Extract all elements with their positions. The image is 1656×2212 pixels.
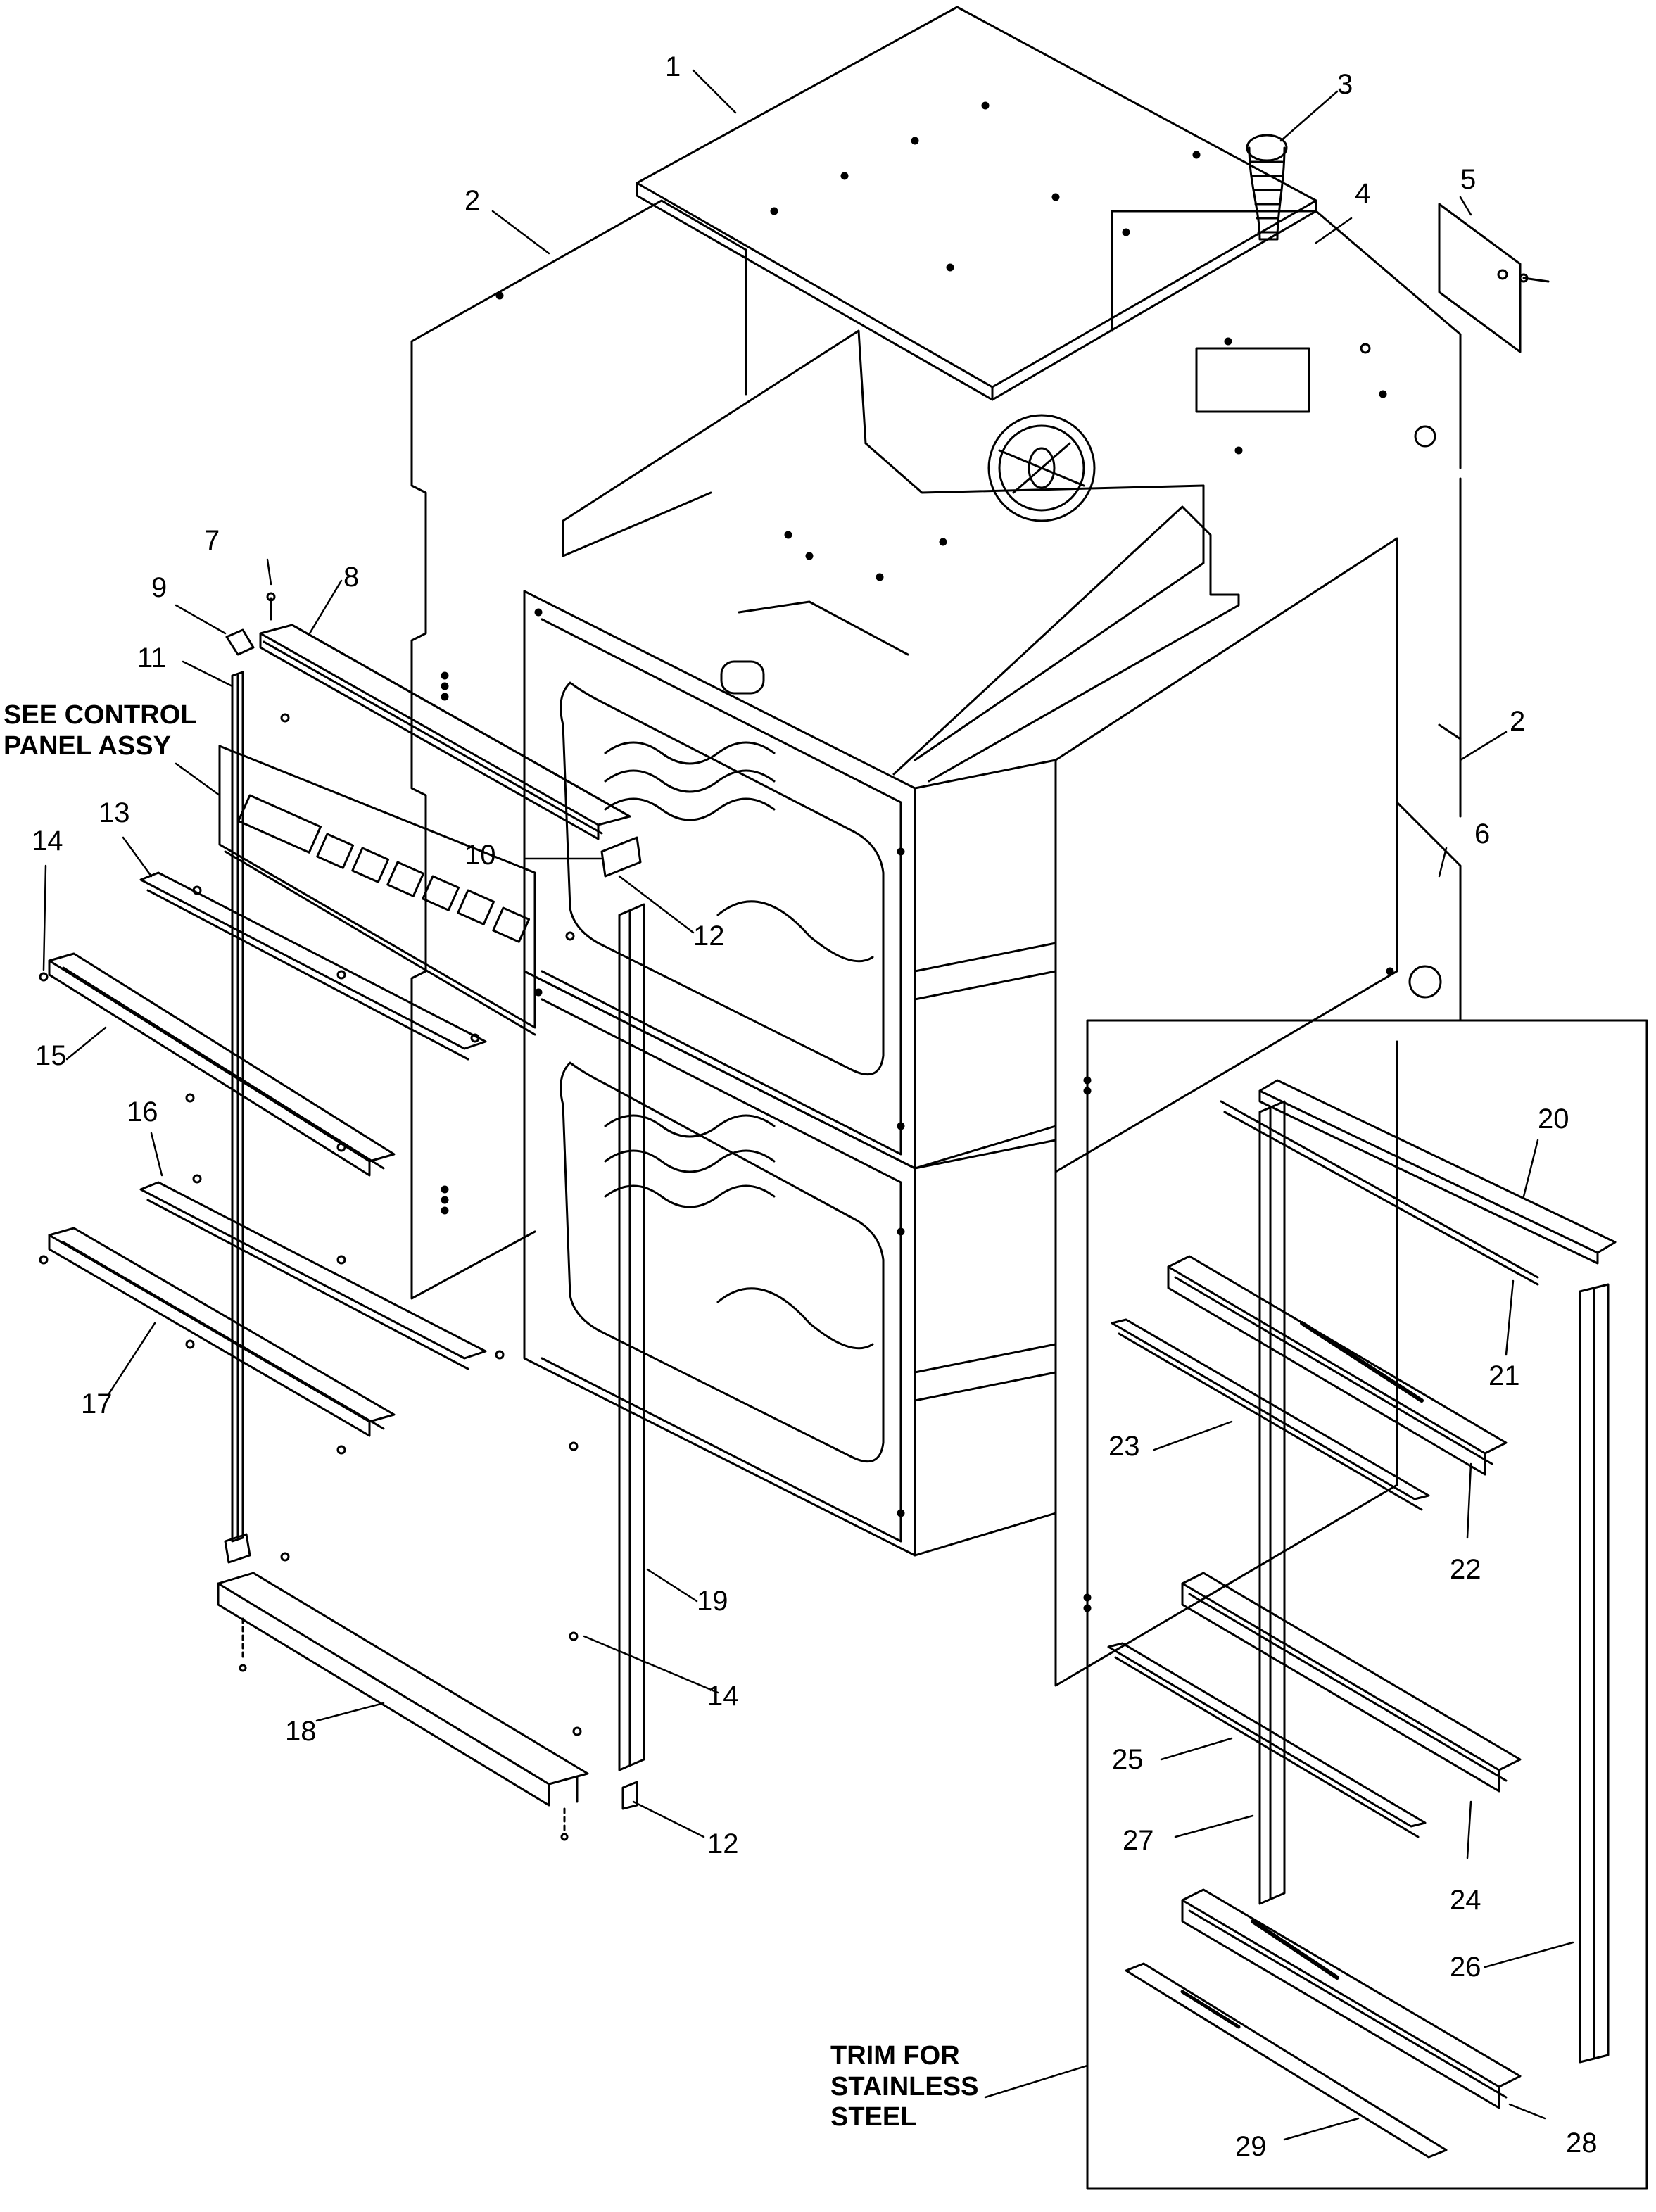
bracket-9	[225, 628, 255, 656]
control-panel	[218, 745, 536, 1036]
callout-13: 13	[99, 797, 130, 828]
callout-15: 15	[35, 1040, 67, 1071]
vertical-trim-19	[565, 836, 645, 1810]
callout-28: 28	[1566, 2128, 1598, 2159]
callout-25: 25	[1112, 1744, 1144, 1775]
callout-1: 1	[665, 51, 681, 82]
left-trim	[224, 671, 290, 1564]
bottom-trim-18	[217, 1572, 589, 1841]
control-panel-note-line1: SEE CONTROL	[4, 700, 197, 730]
callout-29: 29	[1235, 2131, 1267, 2162]
callout-2: 2	[464, 185, 481, 216]
callout-21: 21	[1488, 1360, 1520, 1391]
callout-9: 9	[151, 572, 168, 603]
callout-8: 8	[343, 562, 360, 593]
access-cover	[1438, 203, 1550, 353]
vent-duct	[1246, 134, 1288, 241]
callout-14: 14	[32, 826, 63, 857]
bracket-13	[139, 871, 487, 1061]
right-rear-panel	[1111, 210, 1462, 818]
callout-3: 3	[1337, 69, 1353, 100]
trim-17	[39, 1227, 396, 1455]
trim-note-line2: STAINLESS	[830, 2071, 979, 2102]
bracket-16	[139, 1174, 505, 1370]
callout-17: 17	[81, 1389, 113, 1420]
callout-23: 23	[1108, 1431, 1140, 1462]
callout-4: 4	[1355, 178, 1371, 209]
callout-12: 12	[707, 1828, 739, 1859]
callout-2: 2	[1510, 706, 1526, 737]
top-trim	[225, 592, 631, 840]
upper-oven-cavity	[523, 590, 1057, 1170]
left-side-panel	[410, 199, 747, 1300]
trim-note: TRIM FOR STAINLESS STEEL	[830, 2041, 978, 2133]
callout-26: 26	[1450, 1952, 1481, 1983]
callout-7: 7	[204, 525, 220, 556]
leader-lines	[42, 69, 1574, 2141]
top-panel	[636, 6, 1317, 401]
callout-20: 20	[1538, 1104, 1569, 1135]
lower-oven-cavity	[523, 970, 1057, 1557]
callout-5: 5	[1460, 164, 1477, 195]
callout-14: 14	[707, 1681, 739, 1712]
trim-15	[39, 952, 396, 1177]
callout-16: 16	[127, 1096, 158, 1127]
control-panel-note: SEE CONTROL PANEL ASSY	[4, 700, 196, 761]
callout-11: 11	[137, 643, 167, 674]
oven-frame	[562, 329, 1240, 783]
control-panel-note-line2: PANEL ASSY	[4, 731, 171, 761]
callout-22: 22	[1450, 1554, 1481, 1585]
callout-6: 6	[1474, 819, 1491, 849]
callout-19: 19	[697, 1586, 728, 1617]
callout-12: 12	[693, 921, 725, 952]
trim-note-line3: STEEL	[830, 2102, 917, 2132]
callout-27: 27	[1123, 1825, 1154, 1856]
stainless-trim-box	[1086, 1019, 1648, 2190]
right-side-panel	[1054, 537, 1462, 1687]
callout-18: 18	[285, 1716, 317, 1747]
callout-24: 24	[1450, 1885, 1481, 1916]
stainless-trim-parts	[1107, 1079, 1617, 2159]
trim-note-line1: TRIM FOR	[830, 2041, 960, 2071]
callout-10: 10	[464, 840, 496, 871]
